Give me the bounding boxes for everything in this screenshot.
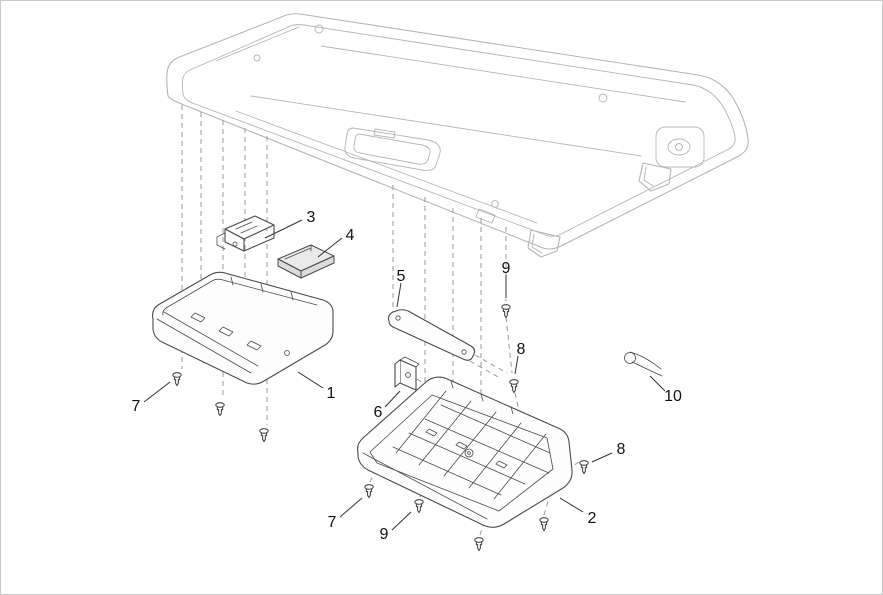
part-10 xyxy=(624,351,663,377)
vehicle-underbody-panel xyxy=(166,13,749,258)
leader-3 xyxy=(264,219,303,239)
leader-8-right xyxy=(591,452,613,463)
callout-label-9-bottom: 9 xyxy=(380,526,389,543)
fastener-bottom-a xyxy=(474,537,484,552)
part-3 xyxy=(216,215,275,252)
callout-label-7-bottom: 7 xyxy=(328,514,337,531)
fastener-8-mid xyxy=(509,379,519,394)
leader-7-bottom xyxy=(339,497,363,518)
part-5 xyxy=(387,309,476,361)
part-6 xyxy=(394,356,420,391)
callout-label-10: 10 xyxy=(664,388,682,405)
callout-labels: 1 2 3 4 5 6 7 7 8 8 9 9 10 xyxy=(132,209,682,543)
fastener-7-left xyxy=(172,372,182,387)
leader-9-bottom xyxy=(391,511,412,531)
leader-6 xyxy=(384,390,401,408)
part-4 xyxy=(277,244,335,279)
fastener-9-bottom xyxy=(414,499,424,514)
callout-label-9-top: 9 xyxy=(502,260,511,277)
callout-label-5: 5 xyxy=(397,268,406,285)
leader-4 xyxy=(317,237,343,258)
callout-leaders xyxy=(143,219,666,531)
fastener-7-right xyxy=(259,428,269,443)
callout-label-2: 2 xyxy=(588,510,597,527)
fastener-8-right xyxy=(579,460,589,475)
leader-5 xyxy=(396,282,402,308)
callout-label-8-right: 8 xyxy=(617,441,626,458)
fastener-7-bottom xyxy=(364,484,374,499)
callout-label-6: 6 xyxy=(374,404,383,421)
leader-1 xyxy=(297,371,324,389)
leader-10 xyxy=(649,375,666,392)
callout-label-4: 4 xyxy=(346,227,355,244)
fastener-9-top xyxy=(501,304,511,319)
callout-label-1: 1 xyxy=(327,385,336,402)
fastener-bottom-b xyxy=(539,517,549,532)
part-2 xyxy=(357,376,573,528)
callout-label-7-left: 7 xyxy=(132,398,141,415)
callout-label-8-mid: 8 xyxy=(517,341,526,358)
leader-8-mid xyxy=(514,355,519,375)
part-1 xyxy=(152,271,334,385)
callout-label-3: 3 xyxy=(307,209,316,226)
fastener-7-mid xyxy=(215,402,225,417)
leader-2 xyxy=(559,497,584,513)
leader-7-left xyxy=(143,381,171,403)
